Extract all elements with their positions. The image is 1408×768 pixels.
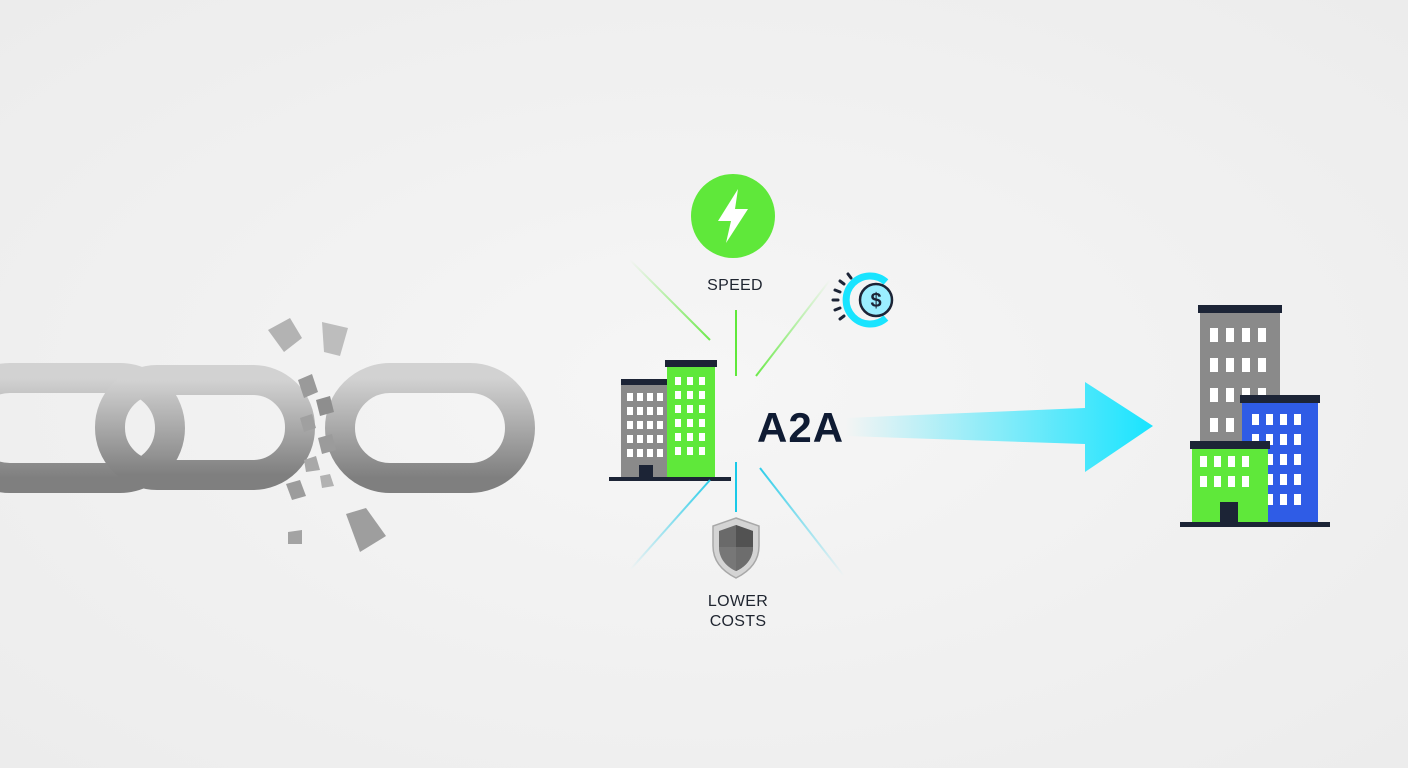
speed-label: SPEED [707,277,763,294]
dollar-coin-icon: $ [831,272,894,328]
benefit-rays [629,259,845,577]
arrow-right-icon [845,382,1153,472]
lower-costs-label: LOWER COSTS [688,592,788,632]
target-buildings-icon [1180,305,1330,527]
broken-chain-icon [0,318,535,552]
lower-costs-line-2: COSTS [709,613,767,630]
lower-costs-line-1: LOWER [707,593,769,610]
shield-icon [712,517,760,579]
lightning-icon [691,174,775,258]
source-buildings-icon [609,360,731,481]
svg-text:$: $ [870,290,881,312]
a2a-label: A2A [757,404,845,451]
